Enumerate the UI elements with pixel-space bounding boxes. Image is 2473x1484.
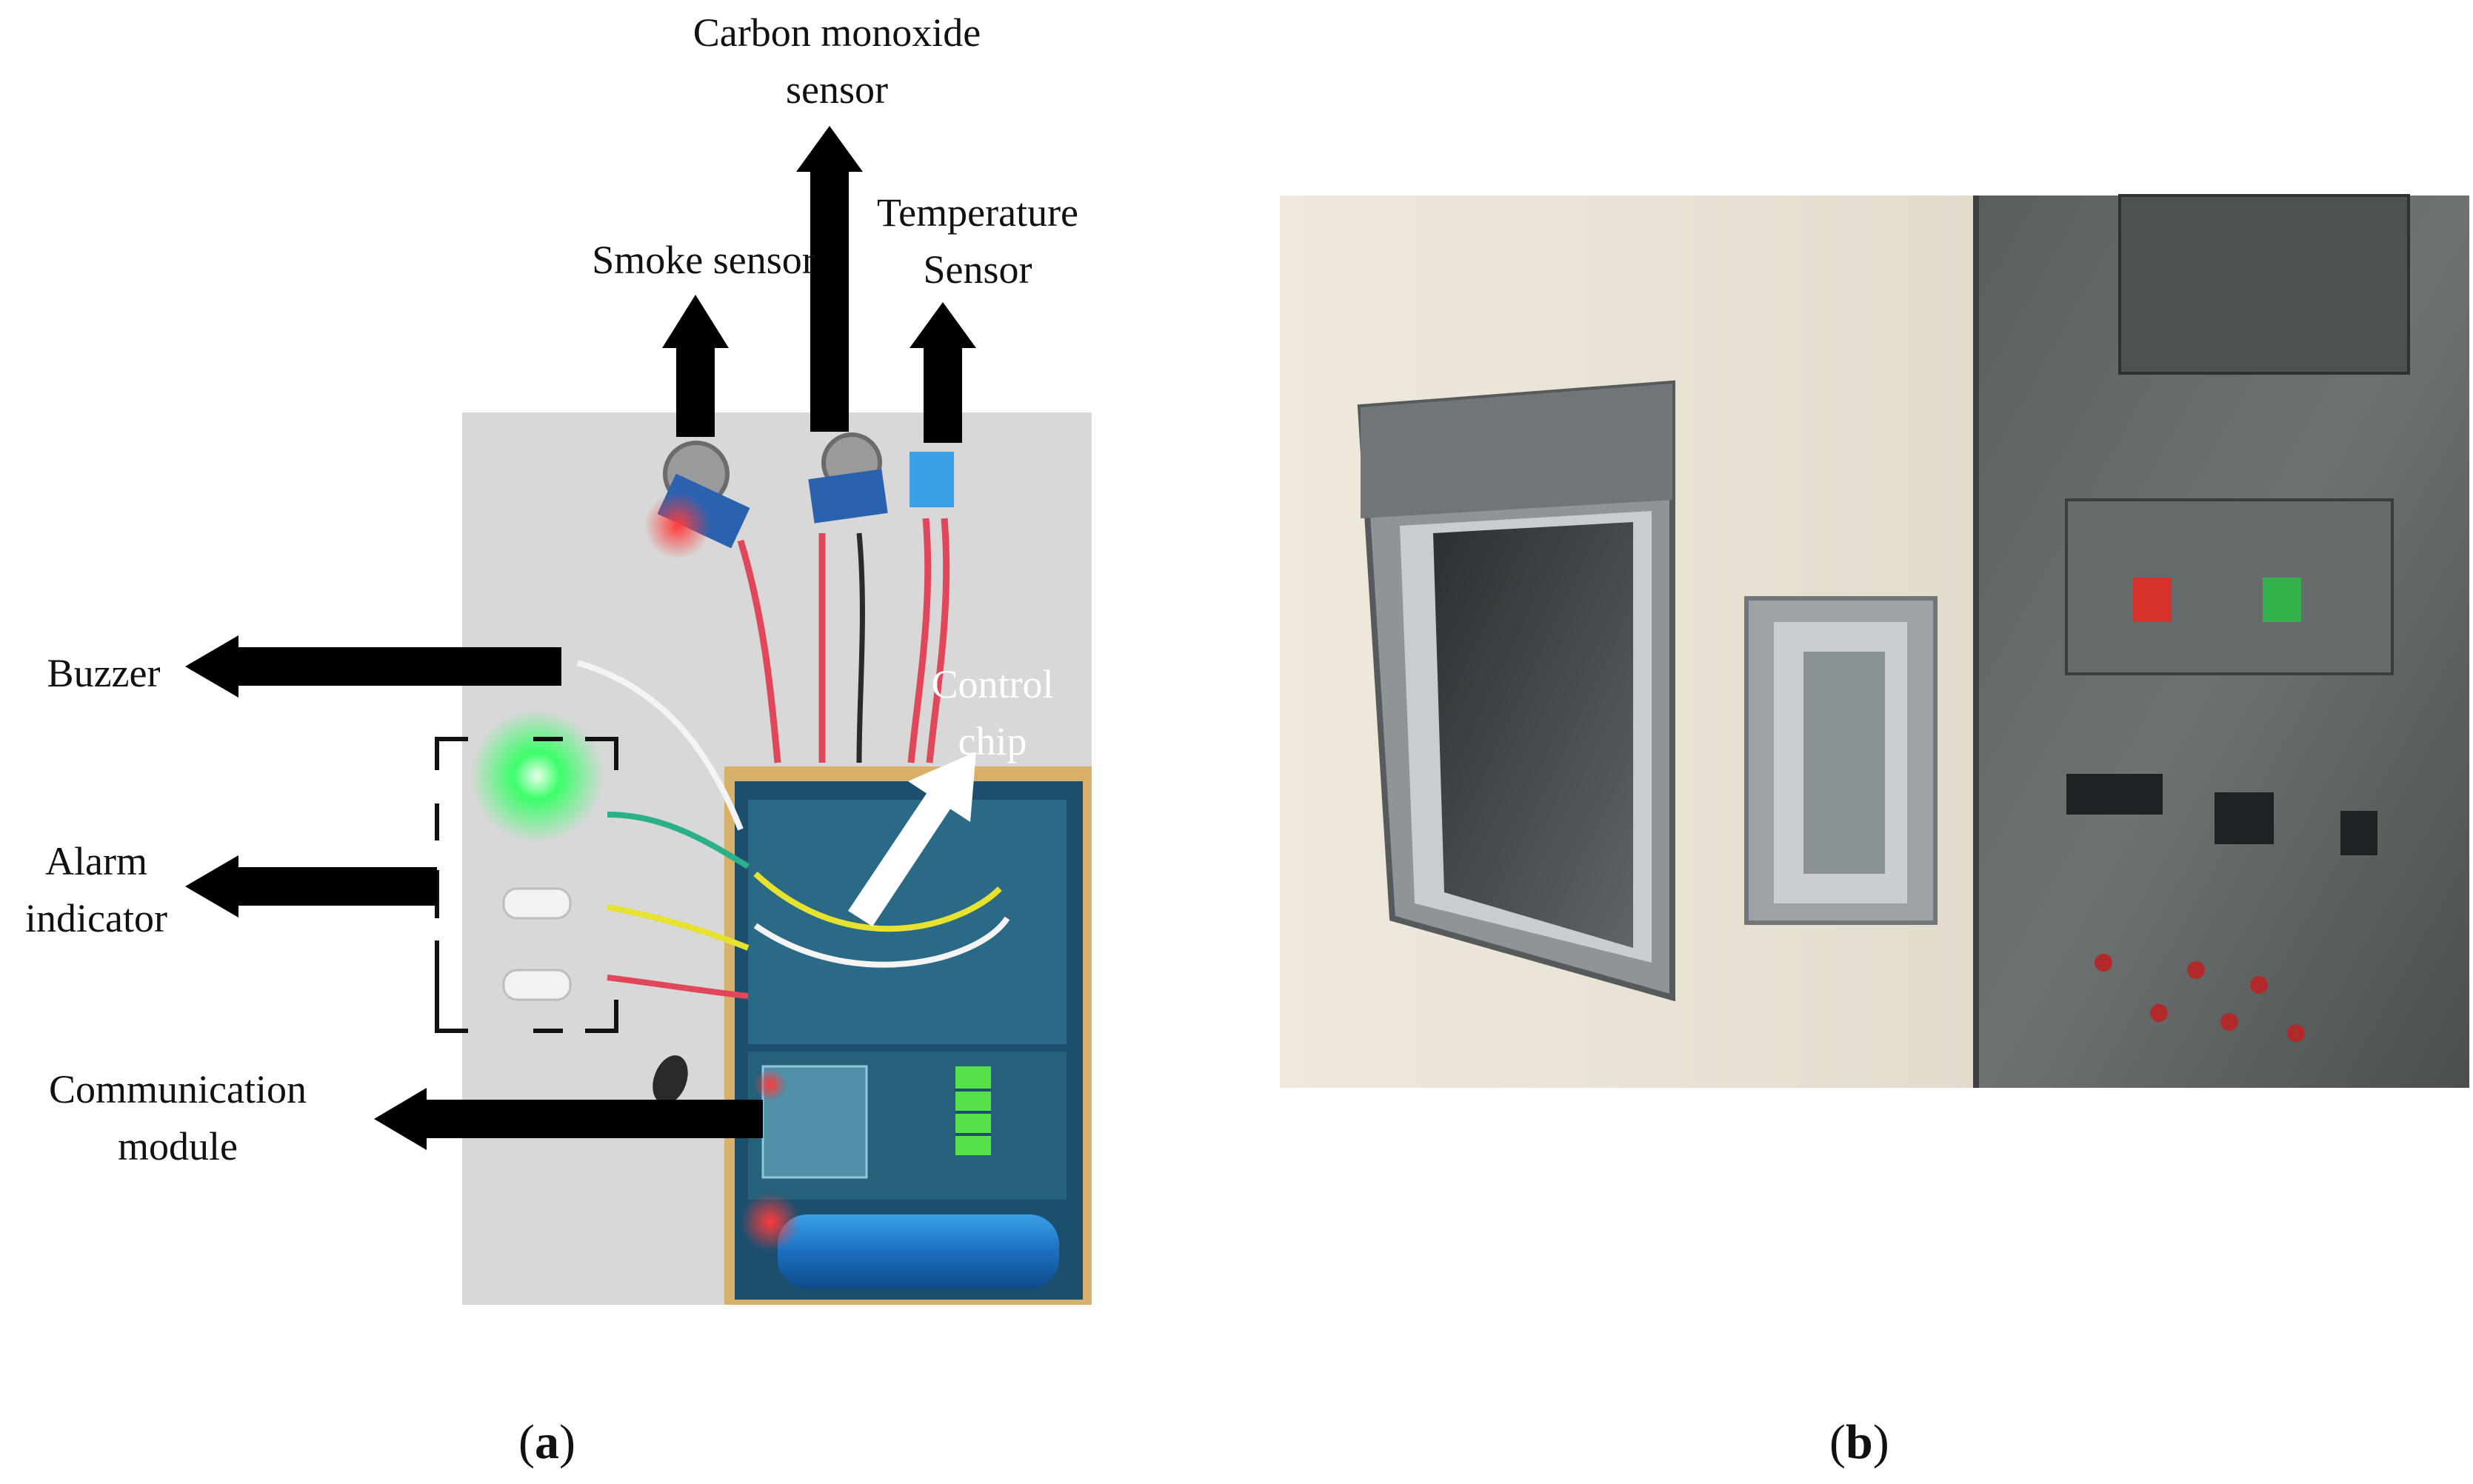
test-chamber-photo [1280,194,2469,1088]
temperature-sensor-label-line1: Temperature [876,190,1079,235]
alarm-indicator-bracket [435,737,618,1033]
panel-b-caption: (b) [1829,1415,1889,1469]
alarm-indicator-arrow [185,855,437,918]
control-chip-label-line2: chip [958,719,1027,763]
co-sensor-label-line1: Carbon monoxide [692,10,981,55]
panel-b-letter: b [1845,1415,1873,1469]
alarm-indicator-label-line2: indicator [25,896,167,940]
buzzer-label: Buzzer [47,651,161,695]
communication-module-label-line1: Communication [49,1067,307,1112]
buzzer-arrow [185,635,561,698]
panel-a-letter: a [534,1415,559,1469]
smoke-sensor-label: Smoke sensor [592,238,815,282]
control-chip-arrow [848,752,976,926]
co-sensor-arrow [796,126,863,432]
temperature-sensor-arrow [910,302,976,443]
communication-module-arrow [374,1088,763,1150]
communication-module-label-line2: module [118,1124,238,1169]
co-sensor-label-line2: sensor [786,67,888,112]
control-chip-label-line1: Control [931,662,1054,706]
alarm-indicator-label-line1: Alarm [45,839,147,883]
sensor-node-photo [462,412,1092,1305]
smoke-sensor-arrow [662,295,729,437]
temperature-sensor-label-line2: Sensor [923,247,1032,292]
panel-a-caption: (a) [518,1415,575,1469]
